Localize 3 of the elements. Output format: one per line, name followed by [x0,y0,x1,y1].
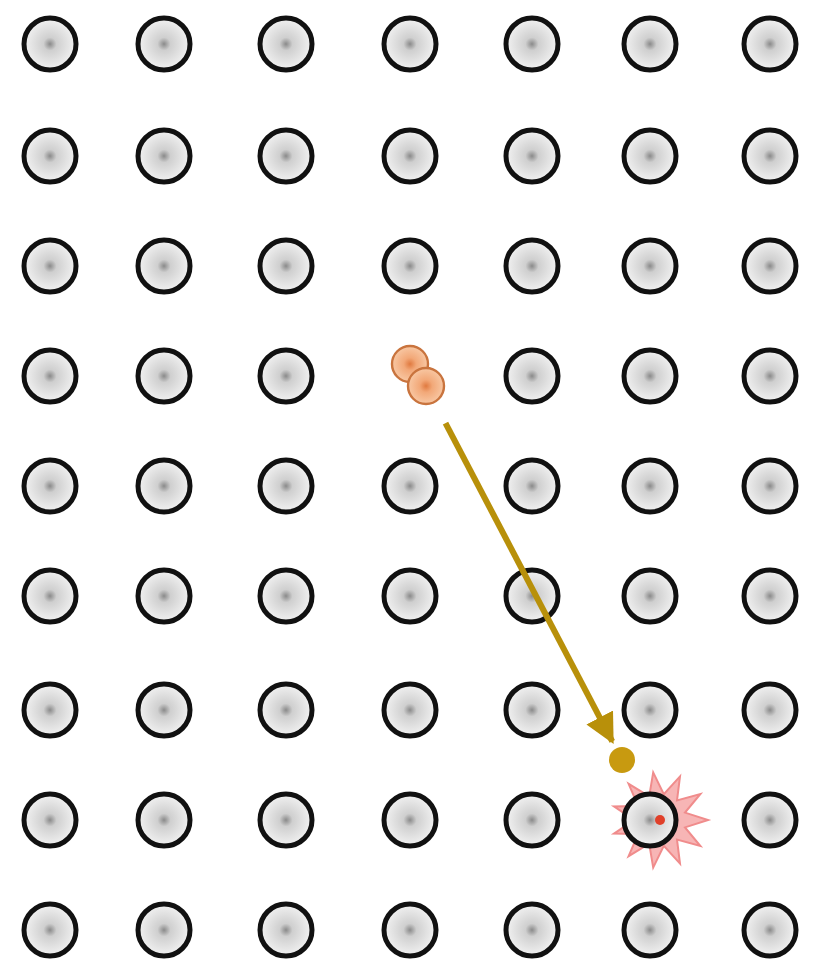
target-site-dot [609,747,635,773]
arrow [442,421,615,745]
interstitial-atom [406,366,446,406]
